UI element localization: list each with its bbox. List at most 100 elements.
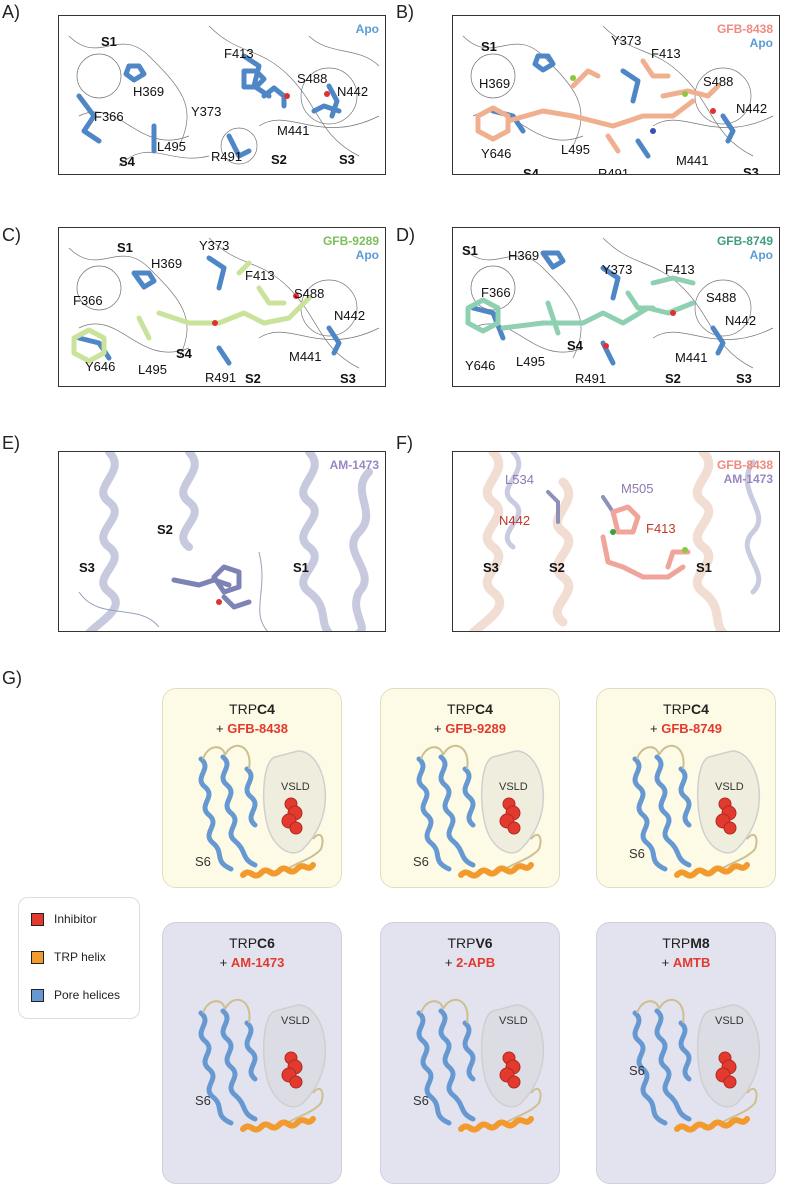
res-label: Y373 — [611, 33, 642, 48]
panel-d: GFB-8749 Apo S1 H369 Y373 F413 F366 S488… — [452, 227, 780, 387]
res-label: H369 — [151, 256, 183, 271]
res-label: Y646 — [465, 358, 496, 373]
res-label: S4 — [119, 154, 135, 169]
panel-c-tag-ligand: GFB-9289 — [322, 234, 379, 248]
card-title-prefix: TRP — [447, 701, 476, 717]
card-ligand-name: AM-1473 — [230, 955, 285, 970]
card-structure — [198, 998, 327, 1133]
res-label: H369 — [133, 84, 165, 99]
card-title-subtype: V6 — [475, 935, 493, 951]
res-label: N442 — [736, 101, 768, 116]
res-label: F413 — [665, 262, 695, 277]
panel-b-tag-apo: Apo — [749, 36, 773, 50]
trp-helix — [674, 862, 750, 879]
inhibitor-spheres — [715, 797, 737, 835]
card-title-prefix: TRP — [229, 701, 258, 717]
panel-f-tag-am: AM-1473 — [723, 472, 773, 486]
panel-b-structure — [462, 25, 774, 159]
res-label: S4 — [523, 166, 539, 175]
res-label: S4 — [176, 346, 192, 361]
card-ligand-name: GFB-8749 — [661, 721, 722, 736]
loops — [420, 744, 542, 870]
res-label: S1 — [462, 243, 478, 258]
res-label: S2 — [271, 152, 287, 167]
pore-helices — [198, 1008, 258, 1126]
structure-card: TRPV6 + 2-APB VSLD S6 — [380, 922, 560, 1184]
pore-helices — [632, 754, 692, 872]
loops — [636, 744, 758, 870]
card-title-prefix: TRP — [447, 935, 476, 951]
card-structure — [416, 998, 545, 1133]
card-title: TRPM8 — [597, 935, 775, 951]
res-label: N442 — [499, 513, 531, 528]
structure-card: TRPM8 + AMTB VSLD S6 — [596, 922, 776, 1184]
structure-card: TRPC4 + GFB-9289 VSLD S6 — [380, 688, 560, 888]
panel-a-tag-apo: Apo — [355, 22, 379, 36]
legend-item: TRP helix — [31, 950, 106, 964]
res-label: S2 — [665, 371, 681, 386]
panel-letter-d: D) — [396, 225, 415, 245]
panel-letter-c: C) — [2, 225, 21, 245]
panel-b-tag-ligand: GFB-8438 — [716, 22, 773, 36]
panel-d-structure — [462, 237, 774, 369]
loops — [202, 998, 324, 1124]
pore-helices — [416, 1008, 476, 1126]
card-title-subtype: C4 — [257, 701, 275, 717]
plus-sign: + — [650, 721, 662, 736]
loops — [636, 998, 758, 1124]
legend: Inhibitor TRP helix Pore helices — [18, 897, 140, 1019]
trp-helix — [458, 862, 534, 879]
card-title-prefix: TRP — [229, 935, 258, 951]
panel-e-structure — [78, 452, 373, 631]
structure-card: TRPC4 + GFB-8749 VSLD S6 — [596, 688, 776, 888]
res-label: L495 — [157, 139, 186, 154]
res-label: S3 — [743, 165, 759, 175]
card-title: TRPC4 — [381, 701, 559, 717]
res-label: H369 — [508, 248, 540, 263]
plus-sign: + — [661, 955, 673, 970]
s6-label: S6 — [195, 1093, 211, 1108]
panel-e: AM-1473 S2 S3 S1 — [58, 451, 386, 632]
res-label: S1 — [481, 39, 497, 54]
s6-label: S6 — [413, 1093, 429, 1108]
panel-f: GFB-8438 AM-1473 L534 M505 N442 F413 S3 … — [452, 451, 780, 632]
panel-c: GFB-9289 Apo S1 Y373 H369 F413 S488 F366… — [58, 227, 386, 387]
res-label: S488 — [706, 290, 737, 305]
vsld-label: VSLD — [715, 1015, 744, 1027]
res-label: S3 — [483, 560, 499, 575]
res-label: M441 — [277, 123, 310, 138]
s6-label: S6 — [195, 854, 211, 869]
vsld-label: VSLD — [715, 781, 744, 793]
panel-a-structure — [68, 25, 380, 167]
panel-c-structure — [68, 237, 380, 369]
plus-sign: + — [219, 955, 231, 970]
s6-label: S6 — [413, 854, 429, 869]
panel-e-tag-ligand: AM-1473 — [329, 458, 379, 472]
card-title-prefix: TRP — [663, 701, 692, 717]
res-label: F366 — [73, 293, 103, 308]
card-structure — [198, 744, 327, 879]
res-label: S3 — [79, 560, 95, 575]
card-title-subtype: C4 — [691, 701, 709, 717]
res-label: L495 — [138, 362, 167, 377]
res-label: Y646 — [481, 146, 512, 161]
res-label: M441 — [675, 350, 708, 365]
inhibitor-spheres — [499, 1051, 521, 1089]
trp-helix — [240, 1116, 316, 1133]
card-structure — [632, 998, 761, 1133]
res-label: R491 — [205, 370, 237, 385]
res-label: S1 — [101, 34, 117, 49]
res-label: M505 — [621, 481, 654, 496]
res-label: Y646 — [85, 359, 116, 374]
structure-card: TRPC4 + GFB-8438 VSLD S6 — [162, 688, 342, 888]
res-label: R491 — [598, 166, 630, 175]
legend-label: Pore helices — [54, 988, 121, 1002]
res-label: L495 — [516, 354, 545, 369]
trp-helix — [458, 1116, 534, 1133]
res-label: F413 — [245, 268, 275, 283]
card-title: TRPC4 — [163, 701, 341, 717]
res-label: S1 — [696, 560, 712, 575]
legend-label: Inhibitor — [54, 912, 97, 926]
res-label: L534 — [505, 472, 534, 487]
panel-letter-f: F) — [396, 433, 413, 453]
